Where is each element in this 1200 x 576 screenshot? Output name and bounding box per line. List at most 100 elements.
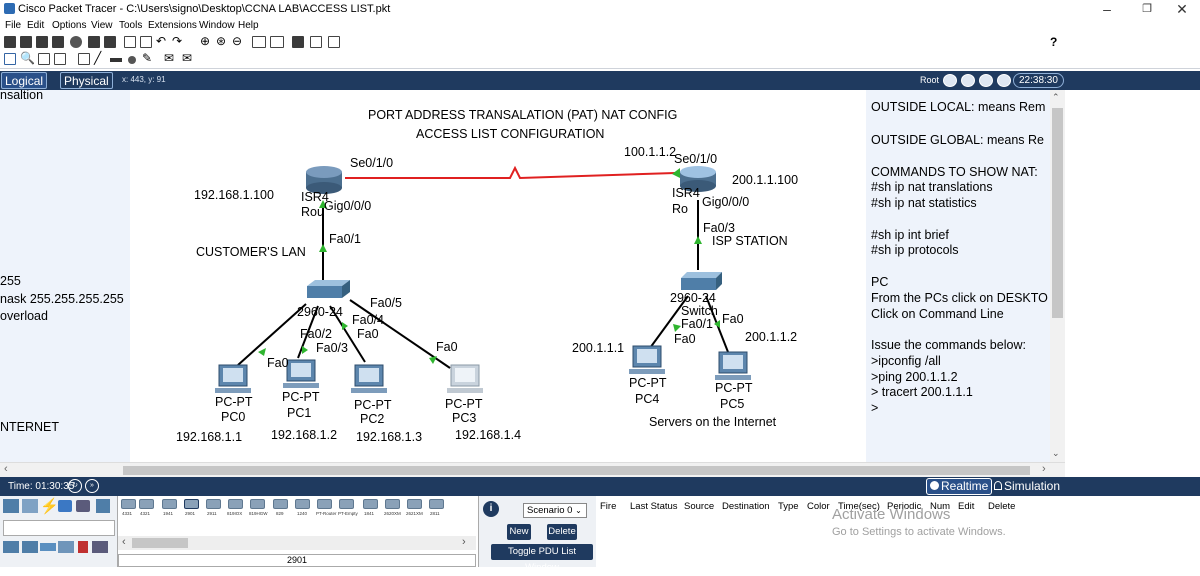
delete-icon[interactable]: [38, 53, 50, 65]
column-destination[interactable]: Destination: [722, 501, 770, 512]
column-fire[interactable]: Fire: [600, 501, 617, 512]
zoom-reset-icon[interactable]: ⊛: [216, 34, 227, 48]
paste-icon[interactable]: [140, 36, 152, 48]
horizontal-scroll-thumb[interactable]: [123, 466, 1030, 475]
scroll-right-icon[interactable]: ›: [1042, 463, 1046, 475]
horizontal-scrollbar[interactable]: ‹ ›: [0, 462, 1065, 477]
cluster-icon[interactable]: [292, 36, 304, 48]
zoom-in-icon[interactable]: ⊕: [200, 34, 211, 48]
pc4-icon[interactable]: [629, 345, 665, 374]
inspect-icon[interactable]: 🔍: [20, 51, 35, 65]
redo-icon[interactable]: ↷: [172, 34, 183, 48]
model-4321[interactable]: [139, 499, 154, 509]
column-source[interactable]: Source: [684, 501, 715, 512]
security-icon[interactable]: [78, 541, 88, 553]
model-2911[interactable]: [206, 499, 221, 509]
link-switch1-pc0[interactable]: [237, 303, 307, 366]
column-color[interactable]: Color: [807, 501, 830, 512]
info-icon[interactable]: [70, 36, 82, 48]
hubs-icon[interactable]: [40, 543, 56, 551]
switch2-icon[interactable]: [681, 272, 722, 290]
model-829[interactable]: [273, 499, 288, 509]
simulation-tab[interactable]: Simulation: [992, 478, 1062, 495]
model-list-scrollbar[interactable]: ‹ ›: [118, 536, 476, 550]
back-icon[interactable]: [943, 74, 957, 87]
close-icon[interactable]: ✕: [1176, 1, 1188, 17]
pc5-icon[interactable]: [715, 351, 751, 380]
new-scenario-button[interactable]: New: [507, 524, 531, 540]
scroll-right-icon[interactable]: ›: [462, 536, 466, 548]
undo-icon[interactable]: ↶: [156, 34, 167, 48]
save-icon[interactable]: [36, 36, 48, 48]
custom-devices-icon[interactable]: [270, 36, 284, 48]
pc0-icon[interactable]: [215, 364, 251, 393]
wan-emulation-icon[interactable]: [92, 541, 108, 553]
scroll-down-icon[interactable]: ⌄: [1052, 448, 1060, 458]
realtime-tab[interactable]: Realtime: [926, 478, 993, 495]
scroll-up-icon[interactable]: ⌃: [1052, 92, 1060, 102]
serial-link[interactable]: [345, 165, 676, 180]
line-icon[interactable]: ╱: [94, 51, 102, 65]
link-switch1-pc3[interactable]: [349, 299, 451, 369]
ipc-icon[interactable]: [310, 36, 322, 48]
open-file-icon[interactable]: [20, 36, 32, 48]
menu-window[interactable]: Window: [199, 20, 235, 31]
link-switch1-pc1[interactable]: [297, 305, 319, 359]
power-cycle-icon[interactable]: ↻: [68, 479, 82, 493]
note-icon[interactable]: [78, 53, 90, 65]
print-icon[interactable]: [52, 36, 64, 48]
router1-icon[interactable]: [306, 166, 342, 194]
complex-pdu-icon[interactable]: ✉: [182, 51, 193, 65]
model-819hgw[interactable]: [250, 499, 265, 509]
network-info-icon[interactable]: [104, 36, 116, 48]
background-icon[interactable]: [997, 74, 1011, 87]
scenario-select[interactable]: Scenario 0 ⌄: [523, 503, 587, 518]
minimize-icon[interactable]: –: [1103, 1, 1111, 17]
model-pt-router[interactable]: [317, 499, 332, 509]
model-list-thumb[interactable]: [132, 538, 188, 548]
model-1240[interactable]: [295, 499, 310, 509]
menu-view[interactable]: View: [91, 20, 113, 31]
restore-icon[interactable]: ❐: [1142, 3, 1152, 15]
info-icon[interactable]: i: [483, 501, 499, 517]
pc3-icon[interactable]: [447, 364, 483, 393]
scroll-left-icon[interactable]: ‹: [122, 536, 126, 548]
pc2-icon[interactable]: [351, 364, 387, 393]
model-1841[interactable]: [363, 499, 378, 509]
menu-tools[interactable]: Tools: [119, 20, 143, 31]
drawing-palette-icon[interactable]: [252, 36, 266, 48]
ellipse-icon[interactable]: [128, 56, 136, 64]
new-file-icon[interactable]: [4, 36, 16, 48]
column-edit[interactable]: Edit: [958, 501, 975, 512]
menu-file[interactable]: File: [5, 20, 22, 31]
model-2811[interactable]: [429, 499, 444, 509]
wireless-icon[interactable]: [58, 541, 74, 553]
model-2620xm[interactable]: [385, 499, 400, 509]
routers-icon[interactable]: [3, 541, 19, 553]
copy-icon[interactable]: [124, 36, 136, 48]
misc-icon[interactable]: [58, 500, 72, 512]
tab-physical[interactable]: Physical: [60, 72, 113, 89]
new-cluster-icon[interactable]: [961, 74, 975, 87]
model-pt-empty[interactable]: [339, 499, 354, 509]
model-1941[interactable]: [162, 499, 177, 509]
vertical-scroll-thumb[interactable]: [1052, 108, 1063, 318]
logical-workspace[interactable]: nsaltion 255 nask 255.255.255.255 overlo…: [0, 90, 1065, 462]
link-switch1-pc2[interactable]: [329, 305, 366, 363]
select-icon[interactable]: [4, 53, 16, 65]
multiuser-icon[interactable]: [76, 500, 90, 512]
menu-help[interactable]: Help: [238, 20, 259, 31]
resize-icon[interactable]: [54, 53, 66, 65]
menu-options[interactable]: Options: [52, 20, 87, 31]
switch1-icon[interactable]: [307, 280, 350, 298]
image-icon[interactable]: [328, 36, 340, 48]
model-2901[interactable]: [184, 499, 199, 509]
scroll-left-icon[interactable]: ‹: [4, 463, 8, 475]
toggle-pdu-list-button[interactable]: Toggle PDU List Window: [491, 544, 593, 573]
delete-scenario-button[interactable]: Delete: [547, 524, 577, 540]
menu-extensions[interactable]: Extensions: [148, 20, 197, 31]
router2-icon[interactable]: [680, 166, 716, 192]
menu-edit[interactable]: Edit: [27, 20, 45, 31]
fast-forward-icon[interactable]: »: [85, 479, 99, 493]
column-time[interactable]: Time(sec): [838, 501, 880, 512]
